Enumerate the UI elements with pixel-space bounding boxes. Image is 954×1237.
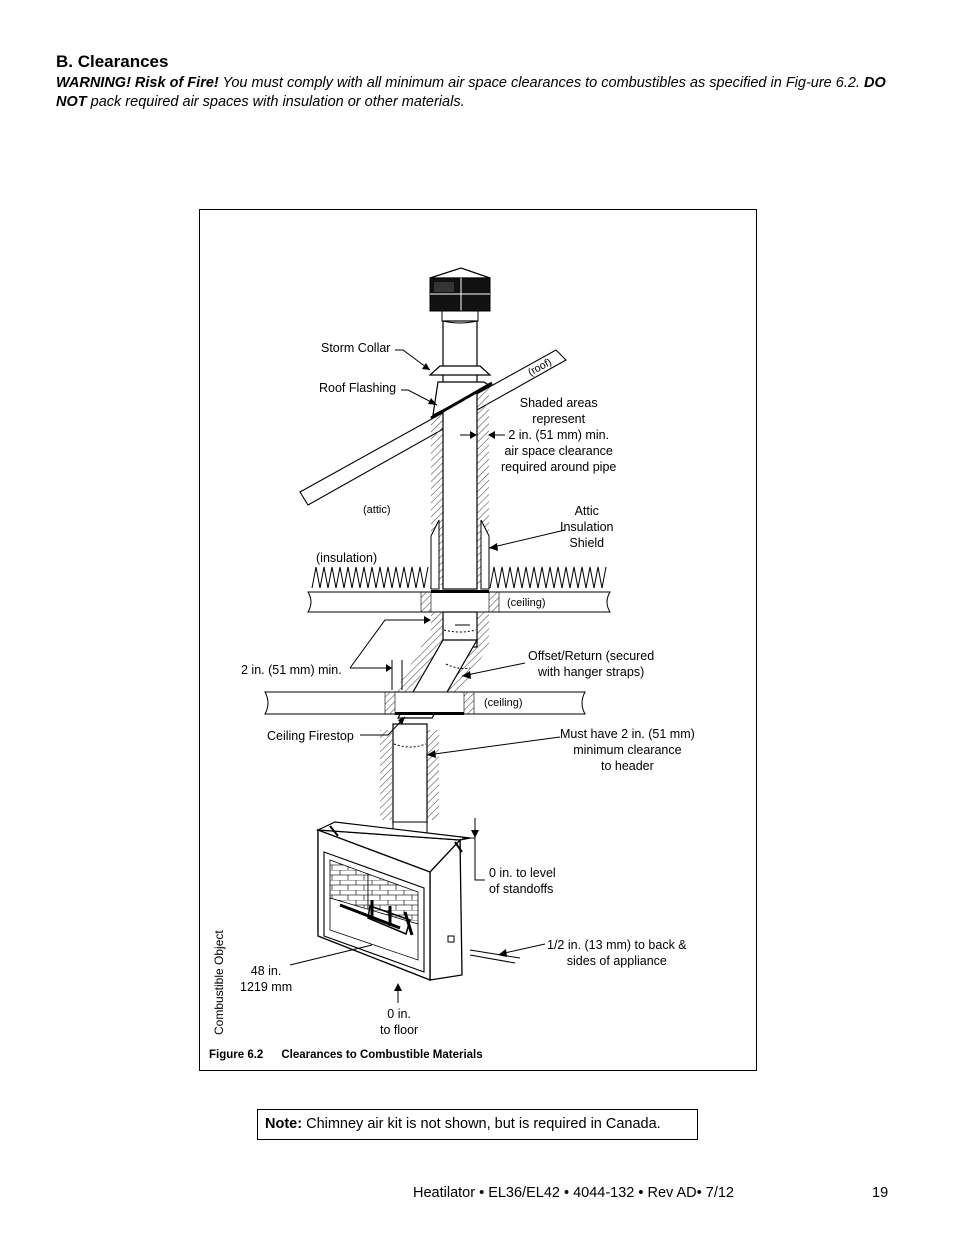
warning-text-1: You must comply with all minimum air spa…	[218, 75, 864, 91]
leader-lines	[289, 349, 566, 1003]
label-header-clearance: Must have 2 in. (51 mm) minimum clearanc…	[560, 727, 695, 773]
label-zero-floor: 0 in. to floor	[380, 1007, 419, 1037]
page-footer: Heatilator • EL36/EL42 • 4044-132 • Rev …	[413, 1185, 734, 1201]
label-offset-return: Offset/Return (secured with hanger strap…	[528, 649, 655, 679]
figure-frame	[199, 209, 757, 1071]
figure-title: Clearances to Combustible Materials	[281, 1049, 483, 1061]
figure-caption: Figure 6.2 Clearances to Combustible Mate…	[209, 1049, 483, 1061]
section-title: B. Clearances	[56, 52, 169, 71]
chimney-cap-icon	[429, 267, 491, 322]
label-back-sides: 1/2 in. (13 mm) to back & sides of appli…	[547, 938, 687, 968]
label-insulation: (insulation)	[316, 551, 378, 565]
warning-paragraph: WARNING! Risk of Fire! You must comply w…	[56, 74, 886, 112]
label-ceiling-lower: (ceiling)	[484, 697, 523, 709]
vent-pipe-upper	[428, 320, 493, 590]
attic-insulation-shield	[430, 519, 490, 590]
ceiling-upper	[307, 590, 611, 613]
warning-bold: DO NOT	[56, 75, 886, 110]
note-label: Note:	[265, 1116, 303, 1132]
note-box: Note: Chimney air kit is not shown, but …	[257, 1109, 698, 1140]
arrow-heads	[386, 363, 507, 991]
ceiling-lower	[264, 691, 586, 715]
label-forty-eight: 48 in. 1219 mm	[240, 964, 293, 994]
page-number: 19	[872, 1185, 889, 1201]
note-text: Chimney air kit is not shown, but is req…	[302, 1116, 661, 1132]
label-attic-insulation-shield: Attic Insulation Shield	[560, 504, 614, 550]
clearance-hatch-lower	[380, 730, 439, 820]
vent-pipe-lower	[385, 723, 435, 853]
figure-number: Figure 6.2	[209, 1049, 264, 1061]
label-storm-collar: Storm Collar	[321, 341, 391, 355]
label-standoffs: 0 in. to level of standoffs	[489, 866, 556, 896]
warning-lead: WARNING! Risk of Fire!	[56, 75, 219, 91]
label-roof-flashing: Roof Flashing	[319, 381, 397, 395]
label-combustible-object: Combustible Object	[212, 930, 226, 1035]
warning-text-2: pack required air spaces with insulation…	[86, 94, 465, 110]
label-ceiling-upper: (ceiling)	[507, 597, 546, 609]
label-attic: (attic)	[363, 504, 391, 516]
label-shaded-areas: Shaded areas represent 2 in. (51 mm) min…	[501, 396, 617, 474]
insulation-icon	[311, 566, 607, 589]
label-ceiling-firestop: Ceiling Firestop	[267, 729, 354, 743]
label-two-in-min: 2 in. (51 mm) min.	[241, 663, 342, 677]
fireplace-icon	[315, 821, 471, 981]
